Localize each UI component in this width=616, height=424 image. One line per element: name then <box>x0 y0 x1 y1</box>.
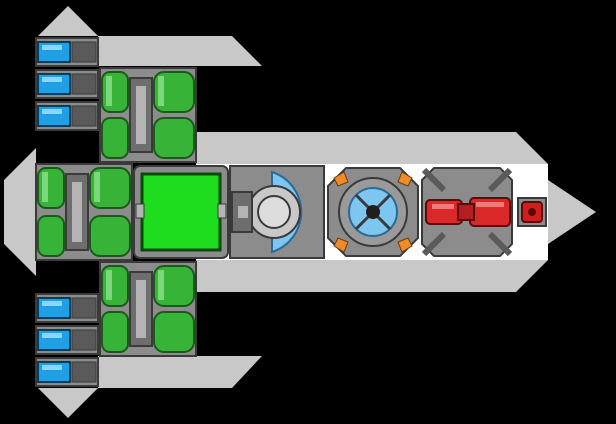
hull-top-nose <box>38 6 98 36</box>
thruster-icon[interactable] <box>35 357 99 387</box>
reactor-icon[interactable] <box>327 167 419 257</box>
laser-turret-icon[interactable] <box>421 167 513 257</box>
hull-bottom-wing <box>98 356 262 388</box>
thruster-stack-top <box>35 37 99 131</box>
shield-generator-icon[interactable] <box>229 165 325 259</box>
fuel-tank-icon[interactable] <box>35 163 133 261</box>
command-core-icon[interactable] <box>133 165 229 259</box>
hull-bottom-nose <box>38 388 98 418</box>
fuel-tank-icon[interactable] <box>99 67 197 163</box>
hull-top-wing <box>98 36 262 66</box>
fuel-tank-icon[interactable] <box>99 261 197 357</box>
hull-rear <box>4 148 36 276</box>
thruster-icon[interactable] <box>35 101 99 131</box>
thruster-icon[interactable] <box>35 69 99 99</box>
thruster-icon[interactable] <box>35 37 99 67</box>
thruster-icon[interactable] <box>35 293 99 323</box>
thruster-stack-bottom <box>35 293 99 387</box>
thruster-icon[interactable] <box>35 325 99 355</box>
ammo-pod-icon[interactable] <box>517 197 547 227</box>
